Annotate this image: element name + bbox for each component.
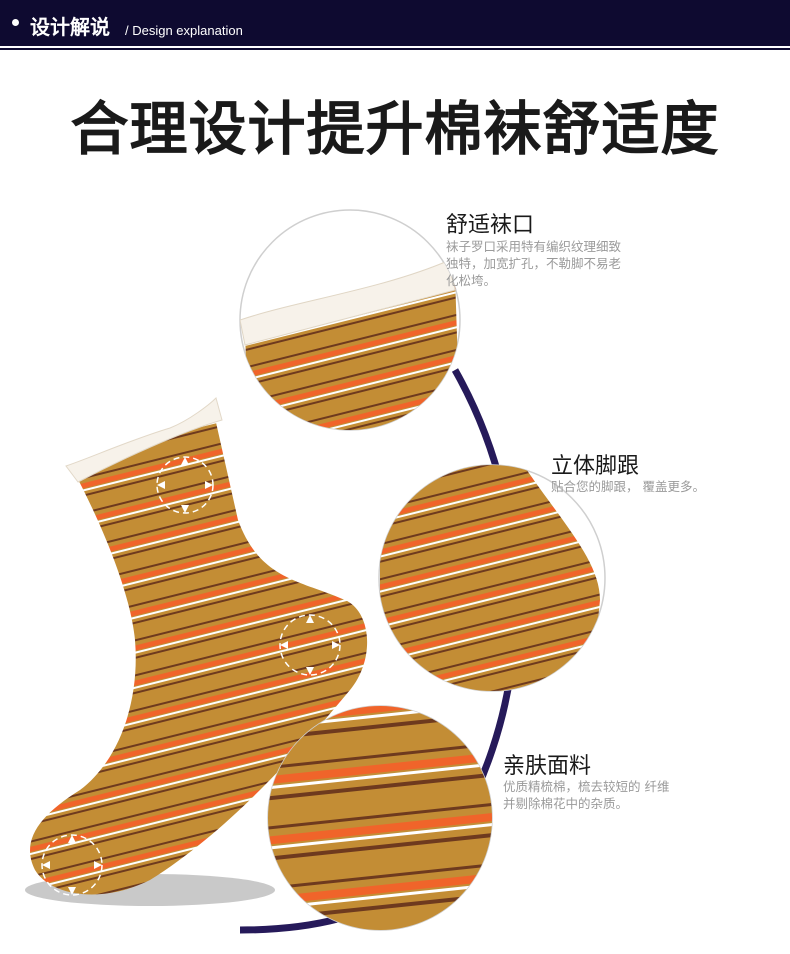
desc-line: 独特，加宽扩孔，不勒脚不易老: [446, 256, 622, 271]
zoom-circle-heel: [378, 464, 606, 692]
section-title-en: / Design explanation: [125, 23, 243, 38]
main-title: 合理设计提升棉袜舒适度: [70, 95, 720, 163]
desc-line: 贴合您的脚跟， 覆盖更多。: [551, 479, 705, 494]
sock-main: [30, 397, 368, 896]
feature-title-cuff: 舒适袜口: [446, 213, 535, 238]
feature-desc-cuff: 袜子罗口采用特有编织纹理细致 独特，加宽扩孔，不勒脚不易老 化松垮。: [446, 238, 621, 289]
zoom-circle-cuff: [239, 209, 461, 431]
header-underline: [0, 48, 790, 50]
feature-desc-fabric: 优质精梳棉，梳去较短的 纤维 并剔除棉花中的杂质。: [503, 778, 669, 812]
feature-title-fabric: 亲肤面料: [503, 754, 592, 779]
section-header: 设计解说 / Design explanation: [0, 0, 790, 46]
feature-desc-heel: 贴合您的脚跟， 覆盖更多。: [551, 478, 705, 495]
section-title-cn: 设计解说: [30, 15, 110, 39]
desc-line: 化松垮。: [446, 273, 497, 288]
desc-line: 并剔除棉花中的杂质。: [503, 796, 629, 811]
desc-line: 袜子罗口采用特有编织纹理细致: [446, 239, 622, 254]
bullet-dot-icon: [12, 19, 19, 26]
feature-title-heel: 立体脚跟: [551, 454, 640, 479]
zoom-circle-fabric: [267, 705, 493, 931]
desc-line: 优质精梳棉，梳去较短的 纤维: [503, 779, 670, 794]
